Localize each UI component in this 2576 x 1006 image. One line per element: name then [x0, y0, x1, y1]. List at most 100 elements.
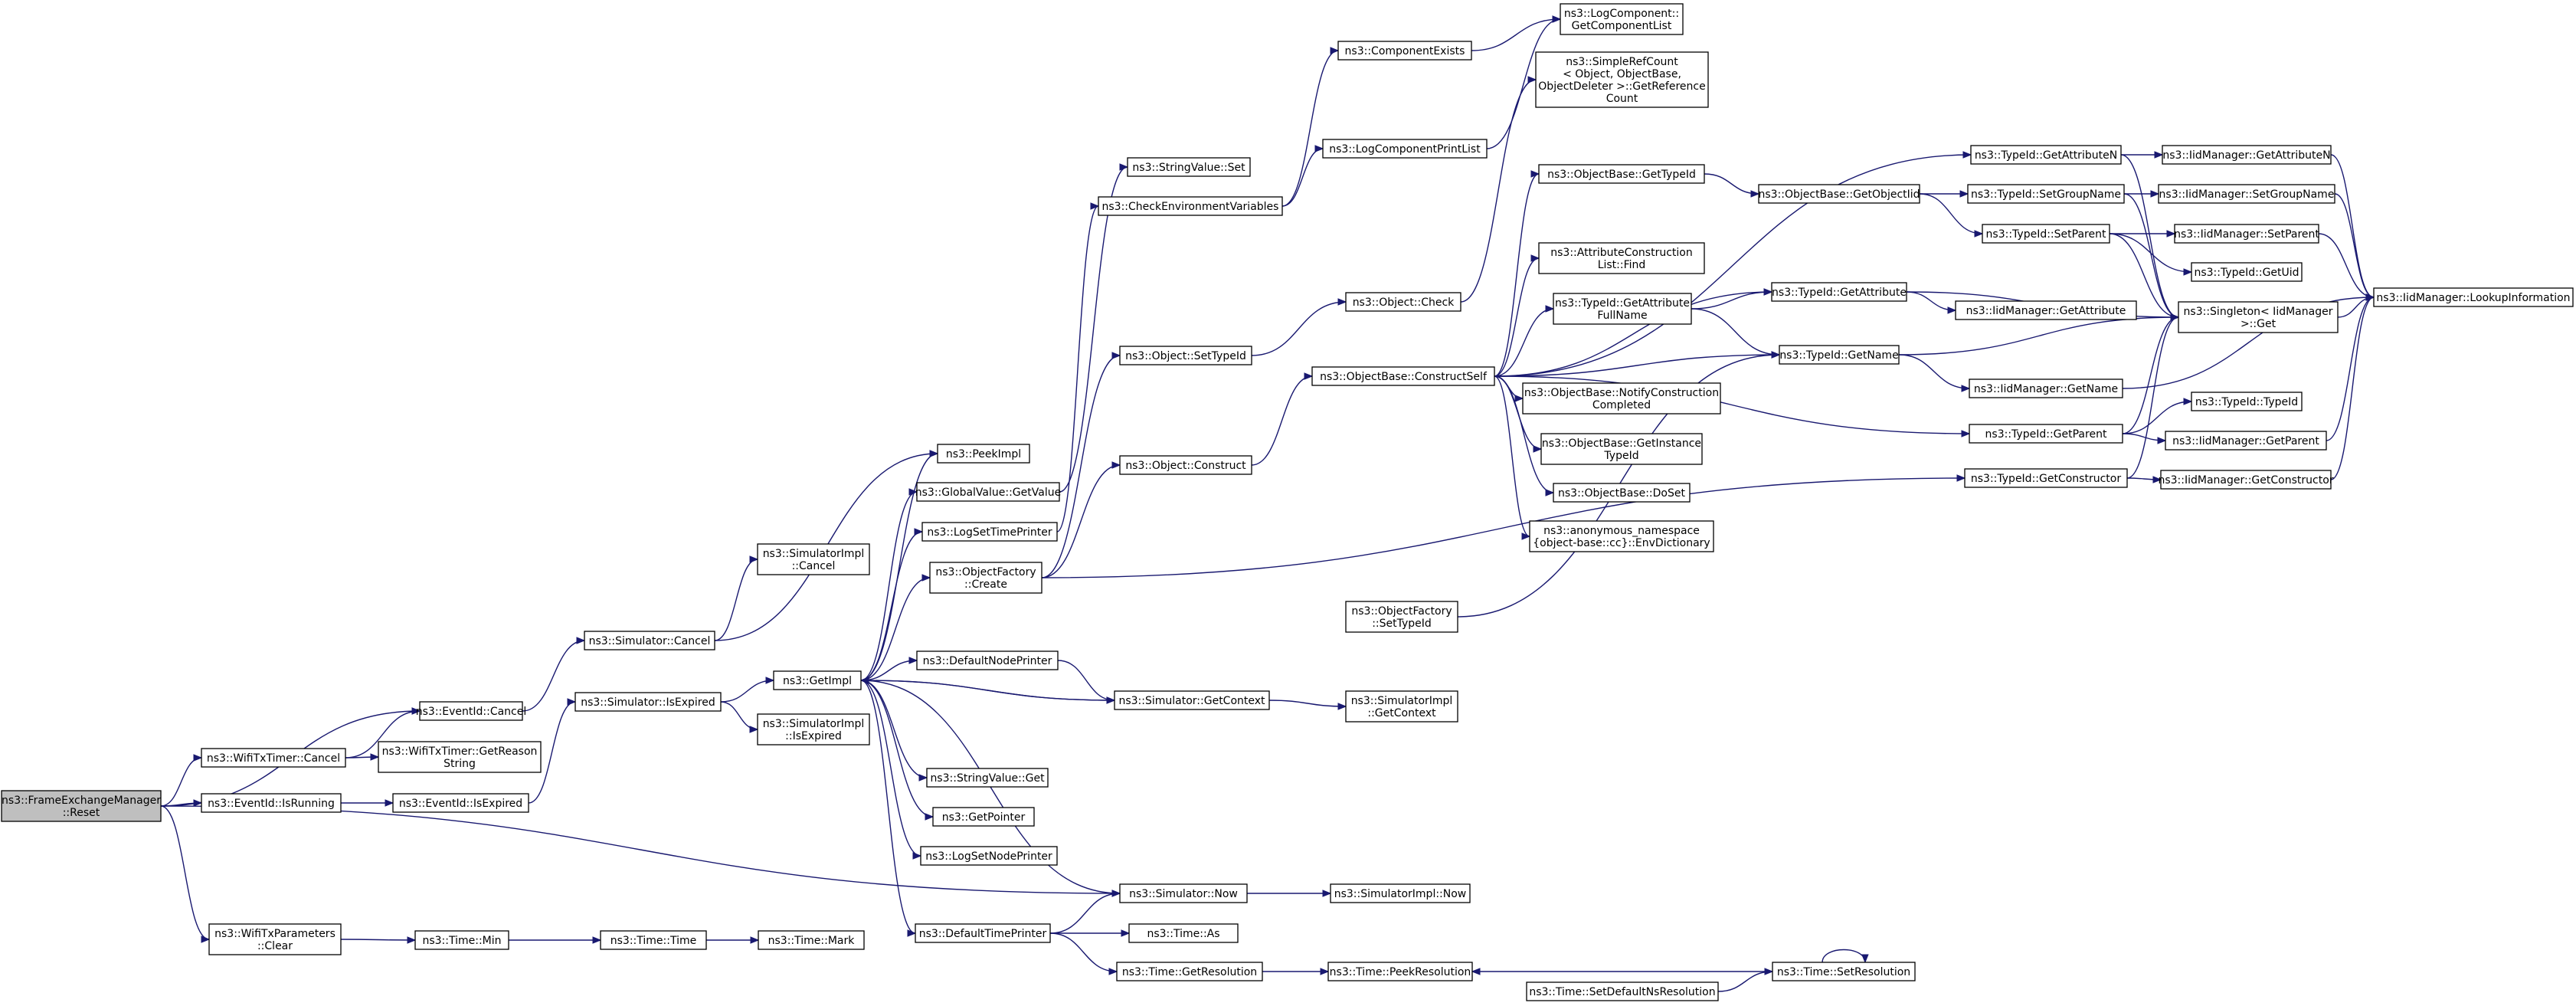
node-box	[1337, 41, 1472, 61]
node-object_check[interactable]: ns3::Object::Check	[1345, 292, 1461, 312]
edges-layer	[160, 15, 2375, 992]
node-stringvalue_set[interactable]: ns3::StringValue::Set	[1127, 157, 1251, 177]
node-checkenv[interactable]: ns3::CheckEnvironmentVariables	[1098, 196, 1283, 216]
node-ob_doset[interactable]: ns3::ObjectBase::DoSet	[1553, 483, 1691, 503]
edge-arrowhead	[1861, 954, 1869, 964]
node-typeid_getattribute[interactable]: ns3::TypeId::GetAttribute	[1771, 282, 1907, 302]
node-time_getresolution[interactable]: ns3::Time::GetResolution	[1116, 962, 1263, 981]
node-iid_getname[interactable]: ns3::IidManager::GetName	[1969, 378, 2123, 398]
edge-typeid_getname-to-iid_getname	[1898, 354, 1971, 392]
node-typeid_getattributen[interactable]: ns3::TypeId::GetAttributeN	[1970, 145, 2122, 165]
node-object_construct[interactable]: ns3::Object::Construct	[1119, 455, 1252, 475]
edge-gv_getvalue-to-stringvalue_set	[1059, 163, 1129, 493]
node-constructself[interactable]: ns3::ObjectBase::ConstructSelf	[1311, 366, 1495, 386]
node-label: ns3::StringValue::Set	[1132, 162, 1245, 174]
node-ob_getobjectiid[interactable]: ns3::ObjectBase::GetObjectIid	[1758, 184, 1920, 204]
node-typeid_getparent[interactable]: ns3::TypeId::GetParent	[1969, 424, 2123, 444]
node-wifi_timer_cancel[interactable]: ns3::WifiTxTimer::Cancel	[201, 748, 346, 768]
node-objfactory_create[interactable]: ns3::ObjectFactory::Create	[929, 562, 1043, 594]
node-eid_cancel[interactable]: ns3::EventId::Cancel	[416, 701, 527, 721]
node-getimpl[interactable]: ns3::GetImpl	[773, 670, 862, 690]
node-iid_setgroupname[interactable]: ns3::IidManager::SetGroupName	[2158, 184, 2335, 204]
node-ob_gettypeid[interactable]: ns3::ObjectBase::GetTypeId	[1538, 164, 1705, 184]
node-sim_cancel[interactable]: ns3::Simulator::Cancel	[584, 631, 715, 650]
node-typeid_getuid[interactable]: ns3::TypeId::GetUid	[2191, 262, 2303, 282]
node-label: ns3::DefaultTimePrinter	[919, 928, 1047, 940]
node-object_settypeid[interactable]: ns3::Object::SetTypeId	[1119, 346, 1252, 365]
node-time_min[interactable]: ns3::Time::Min	[414, 930, 509, 950]
node-box	[1967, 184, 2125, 204]
node-stringvalue_get[interactable]: ns3::StringValue::Get	[926, 768, 1049, 788]
node-getpointer[interactable]: ns3::GetPointer	[932, 807, 1035, 827]
node-logcomponentprintlist[interactable]: ns3::LogComponentPrintList	[1322, 139, 1488, 159]
node-simimpl_getcontext[interactable]: ns3::SimulatorImpl::GetContext	[1345, 690, 1458, 723]
node-logsetnodeprinter[interactable]: ns3::LogSetNodePrinter	[920, 846, 1058, 866]
node-simimpl_isexpired[interactable]: ns3::SimulatorImpl::IsExpired	[757, 713, 870, 745]
edge-object_check-to-simplerefcount	[1460, 76, 1537, 303]
node-label: ns3::EventId::Cancel	[416, 706, 527, 718]
node-label: ns3::Singleton< IidManager	[2184, 306, 2333, 318]
node-label: ns3::PeekImpl	[946, 448, 1021, 460]
node-getcomponentlist[interactable]: ns3::LogComponent::GetComponentList	[1560, 3, 1684, 35]
node-box	[1969, 378, 2123, 398]
edge-getimpl-to-objfactory_create	[860, 574, 931, 681]
node-logsettimeprinter[interactable]: ns3::LogSetTimePrinter	[921, 522, 1058, 542]
edge-arrowhead	[1111, 461, 1121, 469]
node-typeid_setgroupname[interactable]: ns3::TypeId::SetGroupName	[1967, 184, 2125, 204]
node-iid_getattribute[interactable]: ns3::IidManager::GetAttribute	[1955, 300, 2137, 320]
node-singleton_get[interactable]: ns3::Singleton< IidManager>::Get	[2178, 301, 2339, 333]
node-iid_lookupinformation[interactable]: ns3::IidManager::LookupInformation	[2373, 287, 2574, 307]
node-componentexists[interactable]: ns3::ComponentExists	[1337, 41, 1472, 61]
node-ob_notifyconstruction[interactable]: ns3::ObjectBase::NotifyConstructionCompl…	[1522, 382, 1721, 415]
node-label: ns3::TypeId::GetUid	[2194, 267, 2299, 279]
edge-line	[714, 559, 758, 641]
edge-eid_isexpired-to-sim_isexpired	[528, 698, 577, 804]
edge-defaulttimeprinter-to-time_getresolution	[1049, 932, 1118, 975]
node-time_setdefaultns[interactable]: ns3::Time::SetDefaultNsResolution	[1526, 981, 1719, 1001]
node-iid_getattributen[interactable]: ns3::IidManager::GetAttributeN	[2162, 145, 2332, 165]
node-simimpl_cancel[interactable]: ns3::SimulatorImpl::Cancel	[757, 543, 870, 575]
node-label: ns3::LogSetTimePrinter	[927, 526, 1052, 539]
edge-line	[1251, 301, 1347, 356]
node-box	[920, 846, 1058, 866]
node-iid_getconstructor[interactable]: ns3::IidManager::GetConstructor	[2158, 470, 2334, 490]
node-time_setresolution[interactable]: ns3::Time::SetResolution	[1772, 962, 1916, 981]
edge-objfactory_create-to-object_construct	[1041, 461, 1121, 578]
node-typeid_getname[interactable]: ns3::TypeId::GetName	[1779, 345, 1900, 365]
node-simimpl_now[interactable]: ns3::SimulatorImpl::Now	[1330, 883, 1471, 903]
node-eid_isrunning[interactable]: ns3::EventId::IsRunning	[201, 793, 342, 813]
node-sim_now[interactable]: ns3::Simulator::Now	[1119, 883, 1248, 903]
node-objfactory_settypeid[interactable]: ns3::ObjectFactory::SetTypeId	[1345, 601, 1458, 633]
node-simplerefcount[interactable]: ns3::SimpleRefCount< Object, ObjectBase,…	[1535, 51, 1709, 108]
node-defaulttimeprinter[interactable]: ns3::DefaultTimePrinter	[915, 923, 1051, 943]
node-sim_getcontext[interactable]: ns3::Simulator::GetContext	[1114, 690, 1270, 710]
node-wifi_params_clear[interactable]: ns3::WifiTxParameters::Clear	[208, 923, 342, 955]
node-typeid_getconstructor[interactable]: ns3::TypeId::GetConstructor	[1964, 468, 2128, 488]
node-iid_getparent[interactable]: ns3::IidManager::GetParent	[2165, 431, 2327, 451]
node-sim_isexpired[interactable]: ns3::Simulator::IsExpired	[574, 692, 722, 712]
node-eid_isexpired[interactable]: ns3::EventId::IsExpired	[392, 793, 529, 813]
node-label: ns3::SimpleRefCount	[1566, 56, 1678, 68]
node-time_peekresolution[interactable]: ns3::Time::PeekResolution	[1327, 962, 1473, 981]
edge-arrowhead	[1771, 351, 1781, 359]
edge-arrowhead	[1121, 929, 1131, 937]
node-typeid_setparent[interactable]: ns3::TypeId::SetParent	[1982, 224, 2110, 244]
node-box	[392, 793, 529, 813]
node-defaultnodeprinter[interactable]: ns3::DefaultNodePrinter	[916, 650, 1059, 670]
node-typeid_typeid[interactable]: ns3::TypeId::TypeId	[2191, 392, 2303, 411]
node-gv_getvalue[interactable]: ns3::GlobalValue::GetValue	[915, 482, 1061, 502]
node-anon_envdictionary[interactable]: ns3::anonymous_namespace{object-base::cc…	[1529, 520, 1714, 552]
edge-arrowhead	[921, 574, 931, 582]
node-time_as[interactable]: ns3::Time::As	[1128, 923, 1239, 943]
node-time_mark[interactable]: ns3::Time::Mark	[758, 930, 865, 950]
edge-arrowhead	[1552, 15, 1562, 23]
edge-time_getresolution-to-time_peekresolution	[1262, 968, 1330, 975]
node-root[interactable]: ns3::FrameExchangeManager::Reset	[1, 790, 162, 822]
node-peekimpl[interactable]: ns3::PeekImpl	[937, 444, 1030, 464]
node-time_time[interactable]: ns3::Time::Time	[600, 930, 707, 950]
node-iid_setparent[interactable]: ns3::IidManager::SetParent	[2174, 224, 2319, 244]
